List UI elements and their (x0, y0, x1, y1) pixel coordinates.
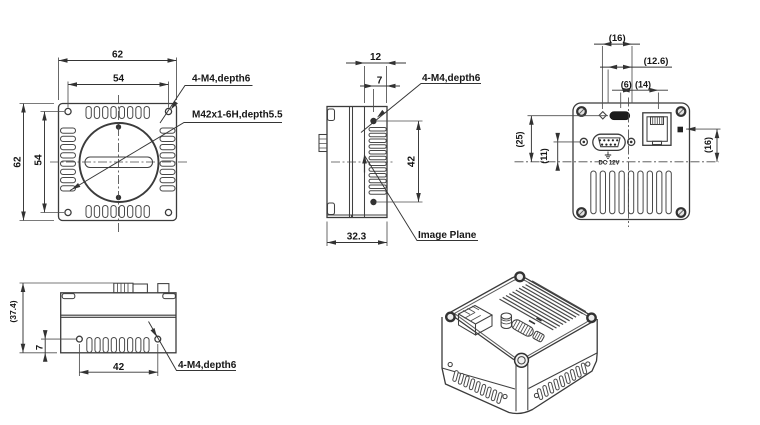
svg-text:62: 62 (112, 50, 124, 61)
svg-text:54: 54 (113, 74, 125, 85)
svg-text:12: 12 (370, 52, 382, 63)
svg-text:(11): (11) (539, 148, 549, 164)
svg-text:(25): (25) (515, 131, 525, 147)
svg-text:62: 62 (13, 156, 24, 168)
svg-text:DC 12V: DC 12V (598, 161, 619, 167)
svg-text:54: 54 (34, 154, 45, 166)
svg-text:4-M4,depth6: 4-M4,depth6 (422, 73, 481, 84)
svg-text:32.3: 32.3 (347, 232, 367, 243)
svg-text:42: 42 (113, 362, 125, 373)
svg-text:4-M4,depth6: 4-M4,depth6 (178, 360, 237, 371)
svg-text:M42x1-6H,depth5.5: M42x1-6H,depth5.5 (192, 110, 283, 121)
svg-text:Image Plane: Image Plane (418, 230, 477, 241)
svg-text:7: 7 (377, 76, 383, 87)
svg-text:(16): (16) (609, 33, 626, 44)
svg-text:(14): (14) (635, 79, 651, 89)
svg-text:4-M4,depth6: 4-M4,depth6 (192, 74, 251, 85)
svg-text:42: 42 (407, 156, 418, 168)
svg-text:7: 7 (35, 345, 46, 350)
svg-text:(37.4): (37.4) (8, 300, 18, 322)
svg-text:(16): (16) (703, 137, 713, 153)
svg-text:(6): (6) (621, 79, 632, 89)
svg-text:(12.6): (12.6) (644, 56, 669, 67)
